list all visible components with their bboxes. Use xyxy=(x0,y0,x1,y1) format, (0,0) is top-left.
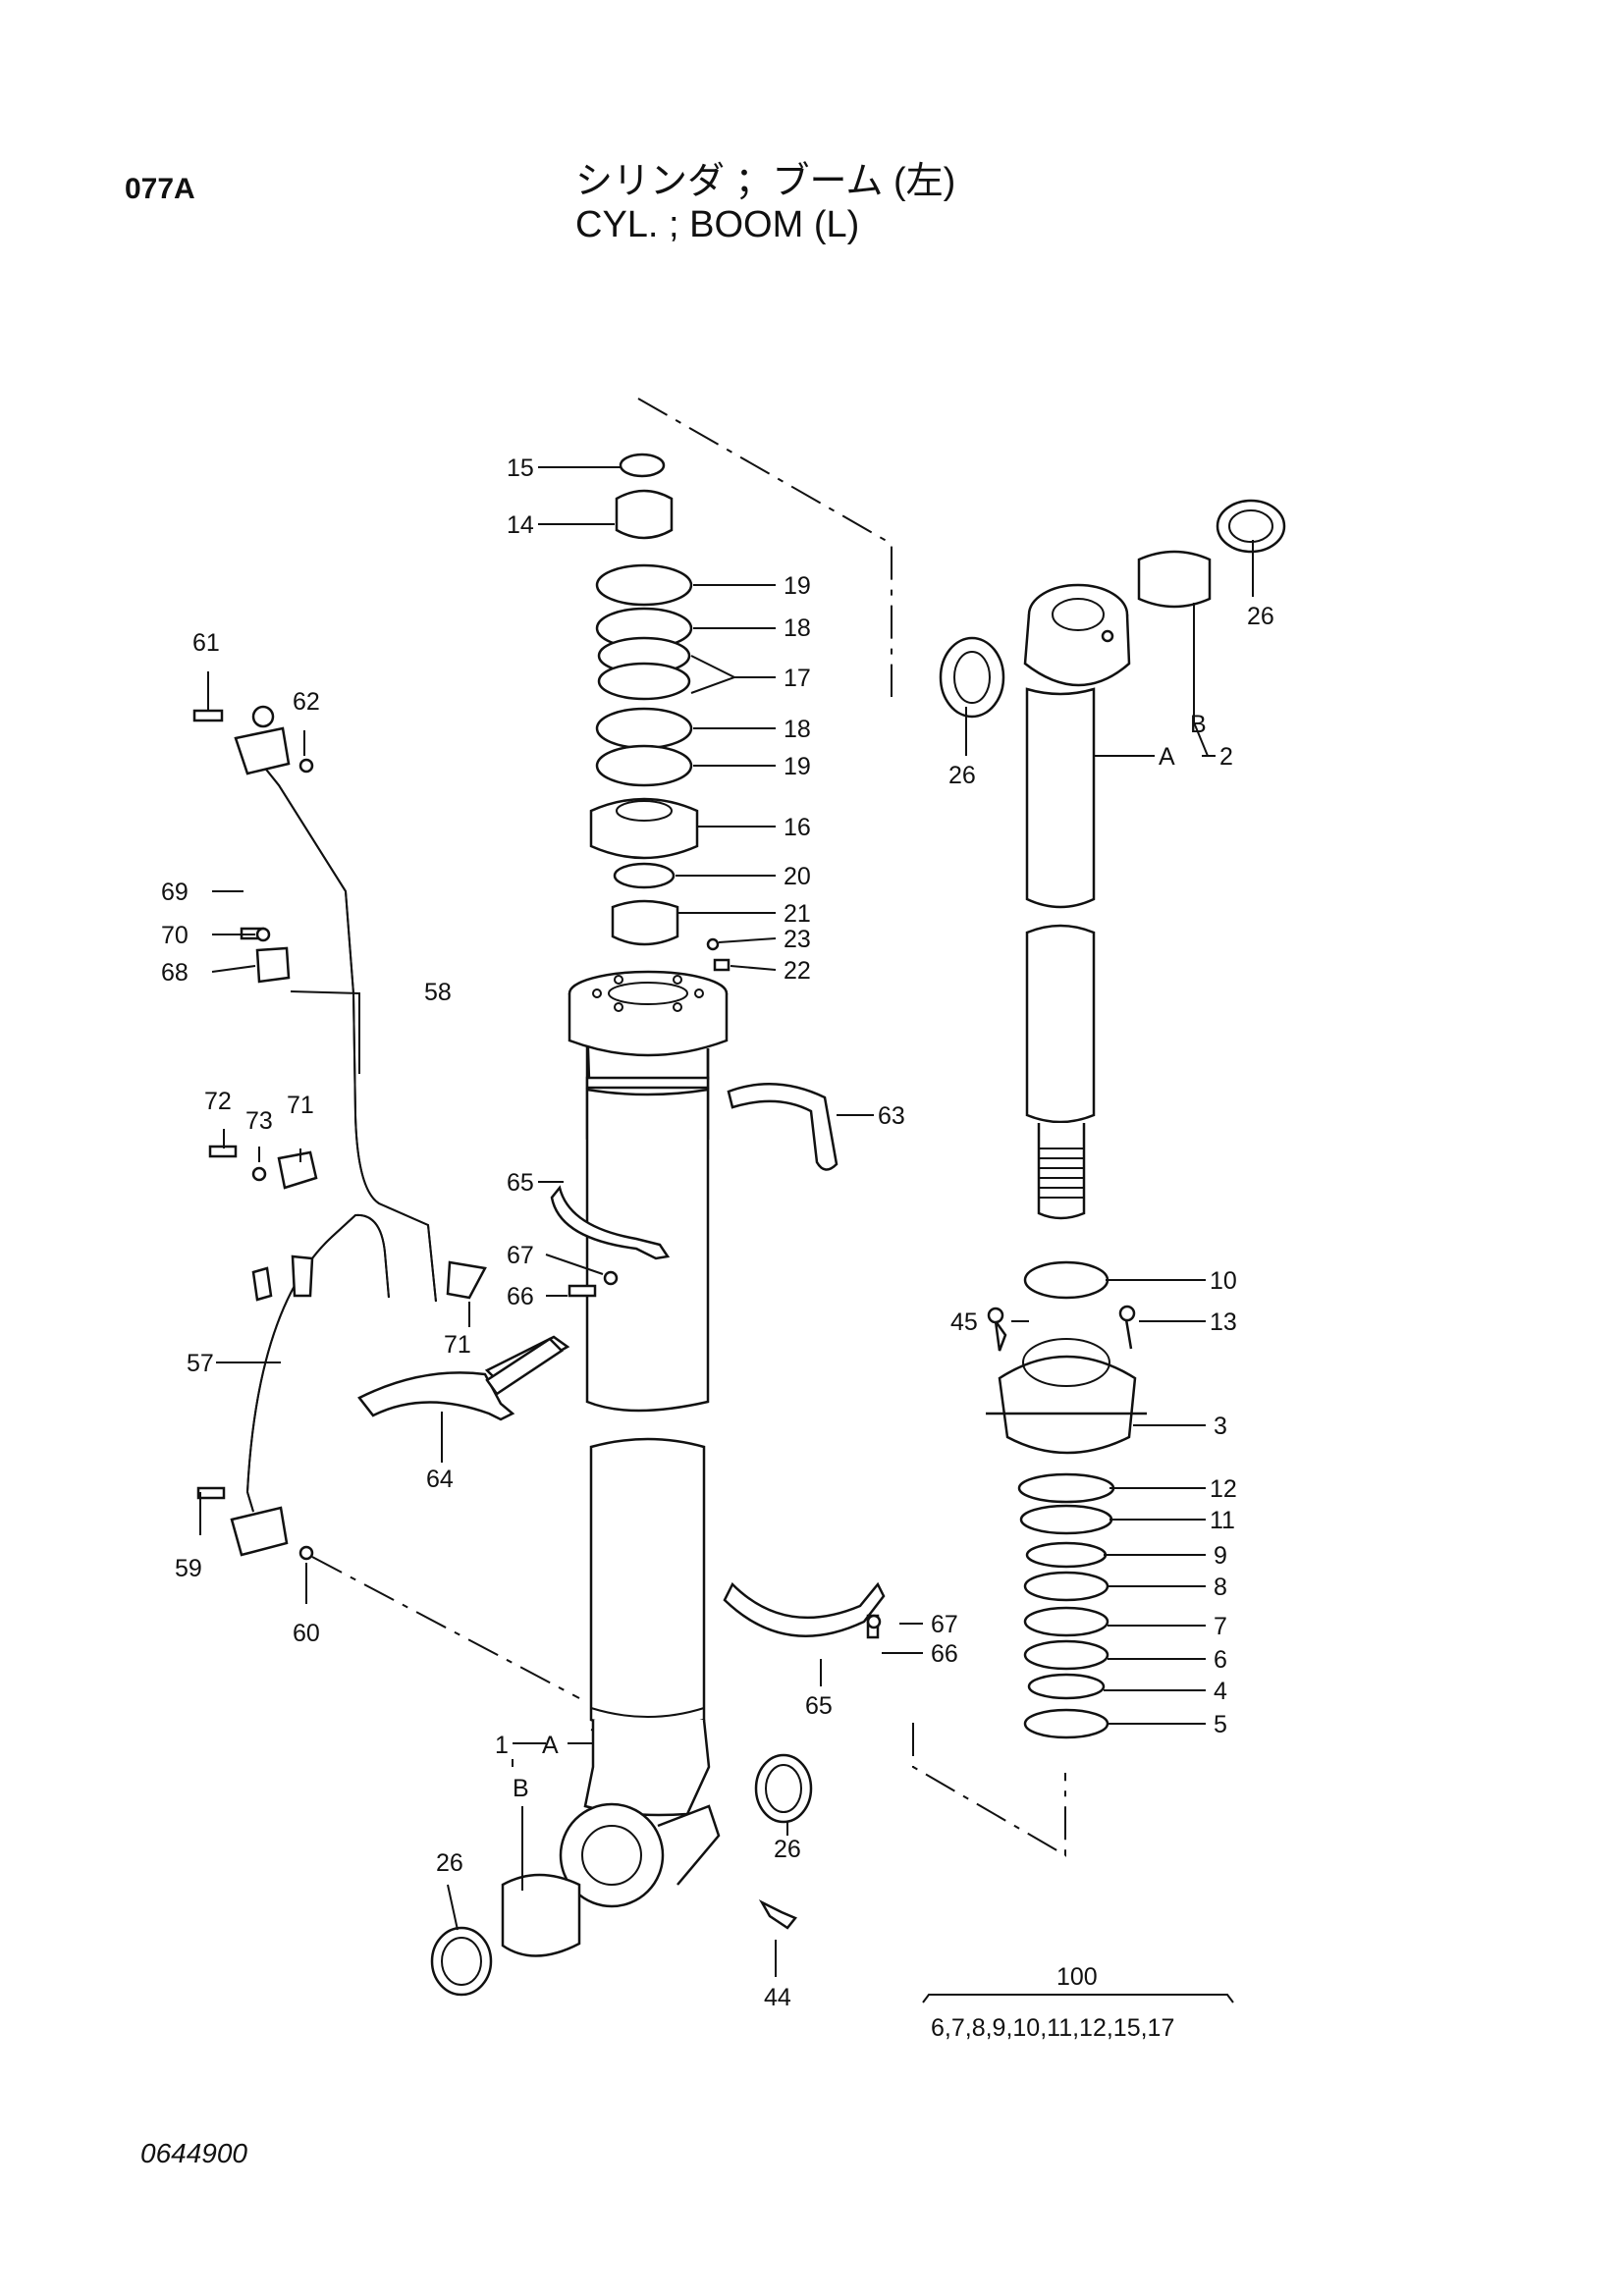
callout-66: 66 xyxy=(507,1283,534,1310)
piston-stack xyxy=(986,1260,1147,1739)
callout-26: 26 xyxy=(436,1849,463,1877)
callout-23: 23 xyxy=(784,926,811,953)
callout-61: 61 xyxy=(192,629,220,657)
callout-18: 18 xyxy=(784,716,811,743)
callout-17: 17 xyxy=(784,665,811,692)
callout-B: B xyxy=(513,1775,529,1802)
callout-64: 64 xyxy=(426,1466,454,1493)
callout-26: 26 xyxy=(1247,603,1274,630)
callout-44: 44 xyxy=(764,1984,791,2011)
bottom-bushings xyxy=(430,1753,813,1997)
cylinder-head-flange xyxy=(568,970,729,1057)
callout-22: 22 xyxy=(784,957,811,985)
leader-lines xyxy=(199,466,1254,2003)
callout-71: 71 xyxy=(287,1092,314,1119)
callout-A: A xyxy=(1159,743,1175,771)
head-seal-stack xyxy=(589,453,730,972)
callout-B: B xyxy=(1190,711,1207,738)
callout-14: 14 xyxy=(507,511,534,539)
callout-8: 8 xyxy=(1214,1574,1227,1601)
callout-60: 60 xyxy=(293,1620,320,1647)
piston-rod xyxy=(939,499,1286,1220)
pipe-assembly xyxy=(192,705,882,1639)
callout-57: 57 xyxy=(187,1350,214,1377)
callout-73: 73 xyxy=(245,1107,273,1135)
page-code: 077A xyxy=(125,173,195,205)
callout-70: 70 xyxy=(161,922,189,949)
callout-20: 20 xyxy=(784,863,811,890)
callout-6: 6 xyxy=(1214,1646,1227,1674)
callout-11: 11 xyxy=(1210,1507,1235,1534)
callout-9: 9 xyxy=(1214,1542,1227,1570)
callout-66: 66 xyxy=(931,1640,958,1668)
cylinder-tube xyxy=(559,1020,721,1908)
title-english: CYL. ; BOOM (L) xyxy=(575,204,860,245)
callout-13: 13 xyxy=(1210,1308,1237,1336)
callout-16: 16 xyxy=(784,814,811,841)
callout-7: 7 xyxy=(1214,1613,1227,1640)
callout-19: 19 xyxy=(784,572,811,600)
callout-labels: 15 14 19 18 17 18 19 16 20 21 23 22 63 6… xyxy=(161,454,1274,2042)
callout-62: 62 xyxy=(293,688,320,716)
callout-5: 5 xyxy=(1214,1711,1227,1738)
callout-A: A xyxy=(542,1732,559,1759)
callout-3: 3 xyxy=(1214,1413,1227,1440)
callout-10: 10 xyxy=(1210,1267,1237,1295)
callout-1: 1 xyxy=(495,1732,509,1759)
callout-59: 59 xyxy=(175,1555,202,1582)
assembly-dashed-lines xyxy=(311,398,1066,1857)
callout-69: 69 xyxy=(161,879,189,906)
callout-58: 58 xyxy=(424,979,452,1006)
kit-contents: 6,7,8,9,10,11,12,15,17 xyxy=(931,2014,1174,2042)
title-japanese: シリンダ ；ブーム (左) xyxy=(575,161,956,202)
callout-65: 65 xyxy=(805,1692,833,1720)
callout-12: 12 xyxy=(1210,1475,1237,1503)
callout-67: 67 xyxy=(507,1242,534,1269)
callout-71: 71 xyxy=(444,1331,471,1359)
document-number: 0644900 xyxy=(140,2138,248,2168)
callout-67: 67 xyxy=(931,1611,958,1638)
callout-2: 2 xyxy=(1219,743,1233,771)
callout-21: 21 xyxy=(784,900,811,928)
callout-26: 26 xyxy=(948,762,976,789)
callout-68: 68 xyxy=(161,959,189,987)
callout-4: 4 xyxy=(1214,1678,1227,1705)
callout-65: 65 xyxy=(507,1169,534,1197)
callout-15: 15 xyxy=(507,454,534,482)
callout-72: 72 xyxy=(204,1088,232,1115)
callout-26: 26 xyxy=(774,1836,801,1863)
callout-18: 18 xyxy=(784,614,811,642)
callout-63: 63 xyxy=(878,1102,905,1130)
callout-45: 45 xyxy=(950,1308,978,1336)
kit-label: 100 xyxy=(1056,1963,1098,1991)
callout-19: 19 xyxy=(784,753,811,780)
